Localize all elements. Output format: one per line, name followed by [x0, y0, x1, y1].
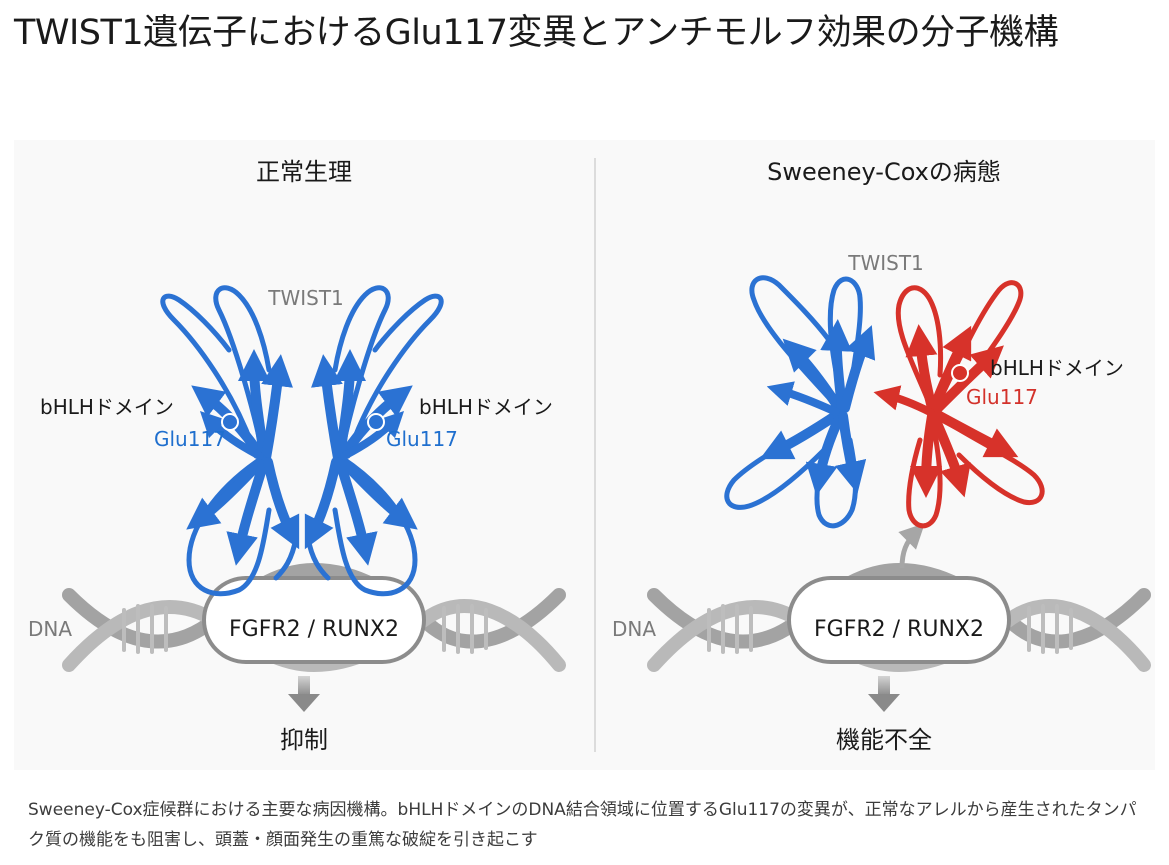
- right-panel-title: Sweeney-Coxの病態: [767, 158, 1001, 186]
- mechanism-diagram: 正常生理 DNA FGFR2 / RUNX2: [28, 158, 1151, 754]
- down-arrow-right: [868, 676, 900, 712]
- twist1-normal-monomer: [724, 275, 876, 529]
- dna-label-right: DNA: [612, 617, 656, 641]
- left-panel-title: 正常生理: [256, 158, 352, 186]
- glu117-site-left-b: [367, 413, 385, 431]
- figure-caption: Sweeney-Cox症候群における主要な病因機構。bHLHドメインのDNA結合…: [28, 800, 1137, 850]
- domain-label-right: bHLHドメイン: [990, 356, 1124, 380]
- twist1-mutant-monomer: [873, 280, 1045, 529]
- glu117-mutant-site: [951, 364, 969, 382]
- protein-label-left: TWIST1: [267, 286, 344, 310]
- residue-label-left-a: Glu117: [154, 427, 226, 451]
- dna-helix-left: [62, 562, 566, 673]
- domain-label-left-a: bHLHドメイン: [40, 395, 174, 419]
- detach-arrow: [898, 523, 925, 569]
- page-title: TWIST1遺伝子におけるGlu117変異とアンチモルフ効果の分子機構: [14, 13, 1059, 53]
- domain-label-left-b: bHLHドメイン: [419, 395, 553, 419]
- outcome-right: 機能不全: [836, 726, 932, 754]
- glu117-site-left-a: [221, 413, 239, 431]
- dna-helix-right: [647, 562, 1151, 673]
- right-panel: Sweeney-Coxの病態 DNA FGFR2 / RUNX2: [612, 158, 1151, 754]
- dna-label-left: DNA: [28, 617, 72, 641]
- outcome-left: 抑制: [280, 726, 328, 754]
- gene-label-right: FGFR2 / RUNX2: [814, 617, 984, 642]
- residue-label-left-b: Glu117: [386, 427, 458, 451]
- down-arrow-left: [288, 676, 320, 712]
- residue-label-right: Glu117: [966, 385, 1038, 409]
- left-panel: 正常生理 DNA FGFR2 / RUNX2: [28, 158, 566, 754]
- protein-label-right: TWIST1: [847, 251, 924, 275]
- mechanism-figure: 正常生理 DNA FGFR2 / RUNX2: [14, 140, 1155, 770]
- gene-label-left: FGFR2 / RUNX2: [229, 617, 399, 642]
